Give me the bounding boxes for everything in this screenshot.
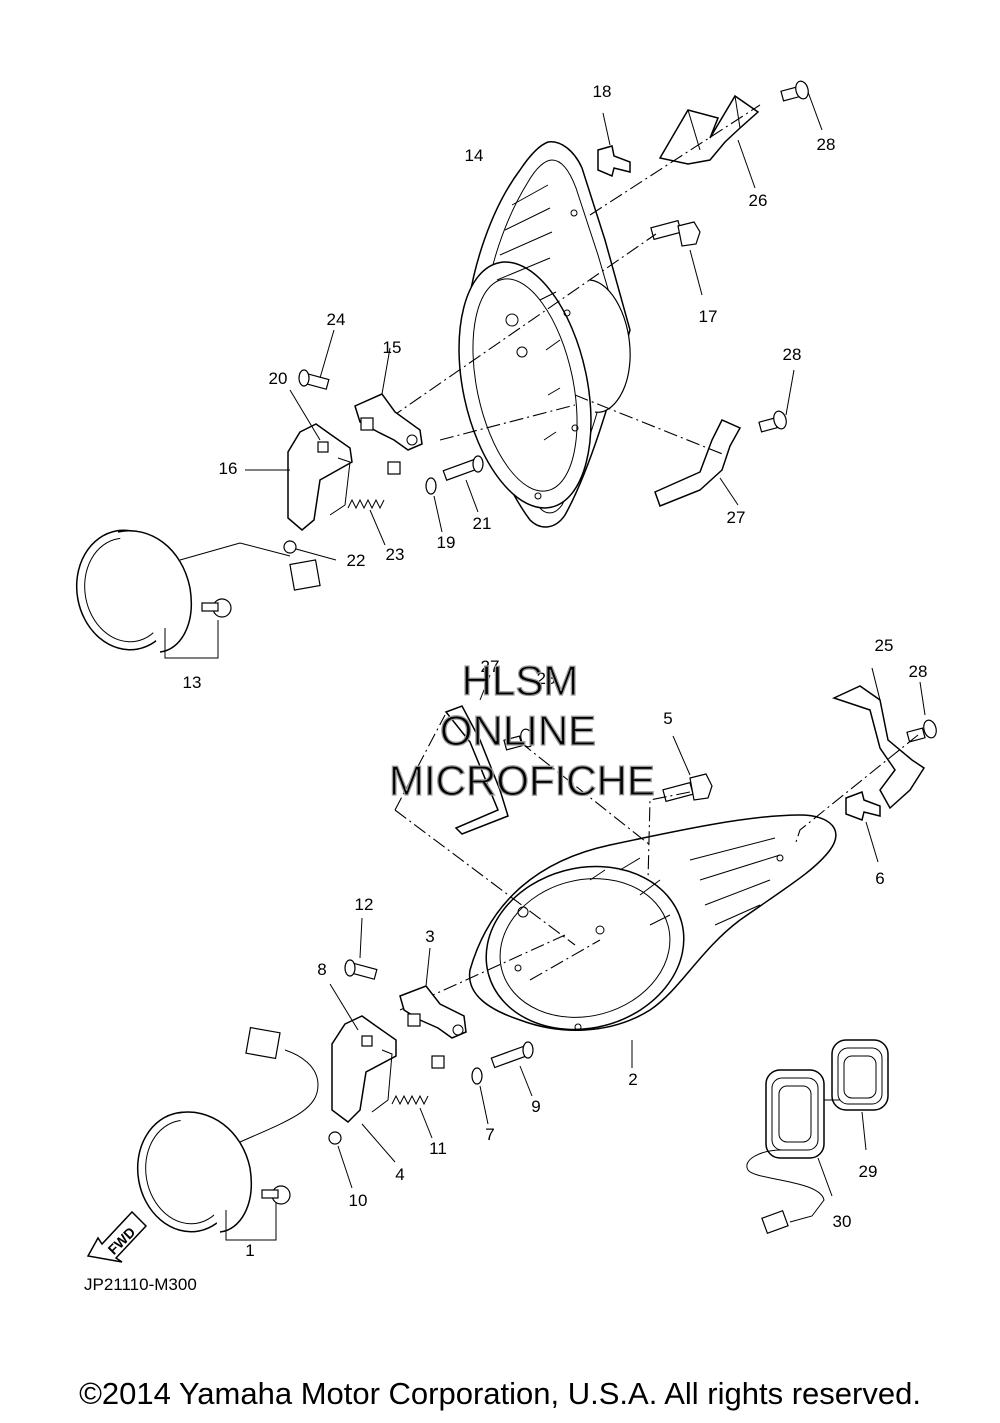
callout-12: 12 (355, 895, 374, 914)
spring-11 (391, 1094, 433, 1139)
screw-28-mid (758, 369, 795, 433)
callout-2: 2 (628, 1070, 637, 1089)
watermark-line-1: HLSM (462, 657, 579, 704)
spring-23 (347, 498, 386, 546)
washer-7 (471, 1067, 489, 1125)
headlight-unit-13 (75, 529, 321, 659)
callout-14: 14 (465, 146, 484, 165)
bracket-leader-4 (361, 1123, 396, 1163)
callout-1: 1 (245, 1241, 254, 1260)
callout-21: 21 (473, 514, 492, 533)
nut-22 (283, 540, 337, 561)
callout-24: 24 (327, 310, 346, 329)
watermark: HLSM ONLINE MICROFICHE (388, 656, 655, 804)
adjuster-bracket-15 (354, 347, 423, 451)
callout-23: 23 (386, 545, 405, 564)
clip-18 (597, 112, 631, 178)
callout-6: 6 (875, 869, 884, 888)
callout-5: 5 (663, 709, 672, 728)
callout-28-a: 28 (817, 135, 836, 154)
headlight-unit-1 (136, 1026, 319, 1241)
callout-22: 22 (347, 551, 366, 570)
callout-27-b: 27 (481, 657, 500, 676)
bracket-27-upper (654, 419, 742, 507)
adjuster-bracket-3 (399, 947, 467, 1039)
callout-3: 3 (425, 927, 434, 946)
clip-6 (845, 791, 881, 863)
callout-20: 20 (269, 369, 288, 388)
callout-28-c: 28 (537, 669, 556, 688)
screw-12 (344, 917, 378, 980)
callout-8: 8 (317, 960, 326, 979)
bracket-27-lower (444, 674, 509, 835)
fwd-arrow: FWD (86, 1210, 148, 1263)
bracket-26 (658, 94, 760, 189)
callout-13: 13 (183, 673, 202, 692)
bolt-17 (650, 219, 703, 296)
watermark-line-2: ONLINE (440, 707, 596, 754)
callout-26: 26 (749, 191, 768, 210)
callout-7: 7 (485, 1125, 494, 1144)
screw-28-lower-mid (503, 728, 534, 751)
copyright-notice: ©2014 Yamaha Motor Corporation, U.S.A. A… (79, 1376, 921, 1411)
callout-19: 19 (437, 533, 456, 552)
adjuster-bracket-16 (245, 423, 401, 531)
callout-10: 10 (349, 1191, 368, 1210)
callout-4: 4 (395, 1165, 404, 1184)
callout-16: 16 (219, 459, 238, 478)
callout-25: 25 (875, 636, 894, 655)
diagram-code: JP21110-M300 (84, 1275, 197, 1294)
watermark-line-3: MICROFICHE (389, 757, 655, 804)
callout-11: 11 (429, 1139, 447, 1158)
washer-19 (425, 477, 443, 533)
nut-10 (328, 1131, 353, 1189)
screw-21 (442, 455, 484, 513)
callout-18: 18 (593, 82, 612, 101)
bolt-5 (662, 735, 713, 803)
lower-headlight-housing (468, 814, 837, 1031)
bulb-socket-29 (831, 1039, 889, 1151)
screw-28-lower-right (906, 681, 937, 743)
callout-28-b: 28 (783, 345, 802, 364)
adjuster-bracket-8 (329, 983, 445, 1123)
callout-27-a: 27 (727, 508, 746, 527)
screw-24 (289, 329, 335, 441)
callout-15: 15 (383, 338, 402, 357)
callout-28-d: 28 (909, 662, 928, 681)
bracket-25 (831, 667, 926, 810)
callout-9: 9 (531, 1097, 540, 1116)
callout-29: 29 (859, 1162, 878, 1181)
bulb-socket-30 (746, 1069, 840, 1235)
callout-30: 30 (833, 1212, 852, 1231)
callout-17: 17 (699, 307, 718, 326)
upper-headlight-housing (458, 141, 631, 528)
screw-9 (490, 1041, 534, 1097)
screw-28-top (780, 80, 823, 131)
